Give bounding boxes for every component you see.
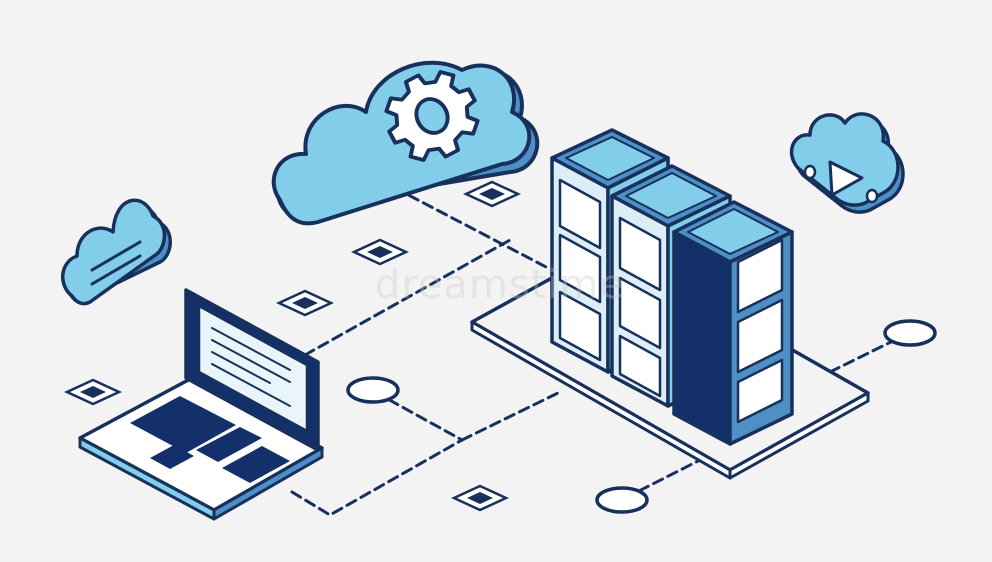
cloud-play-icon (789, 112, 905, 214)
screen-text-lines (211, 327, 291, 407)
line-laptop-to-hub (303, 238, 512, 357)
node-square-icon (464, 180, 520, 208)
node-ring-icon (883, 319, 937, 347)
node-ring-icon (595, 486, 649, 514)
line-junction-to-platform (460, 390, 562, 442)
laptop-icon (78, 288, 324, 521)
server-rack-3 (672, 200, 794, 446)
line-laptop-to-bottom (290, 438, 464, 517)
server-rack-icon (550, 128, 794, 446)
node-square-icon (65, 378, 121, 406)
node-ring-icon (346, 376, 400, 404)
node-square-icon (352, 238, 408, 266)
cloud-settings-gear-icon (271, 60, 540, 226)
node-square-icon (452, 484, 508, 512)
play-icon (828, 160, 864, 197)
line-cloud-to-platform (393, 186, 550, 270)
cloud-icon (61, 198, 172, 306)
gear-icon (384, 70, 480, 162)
keyboard (130, 396, 290, 483)
node-square-icon (277, 289, 333, 317)
